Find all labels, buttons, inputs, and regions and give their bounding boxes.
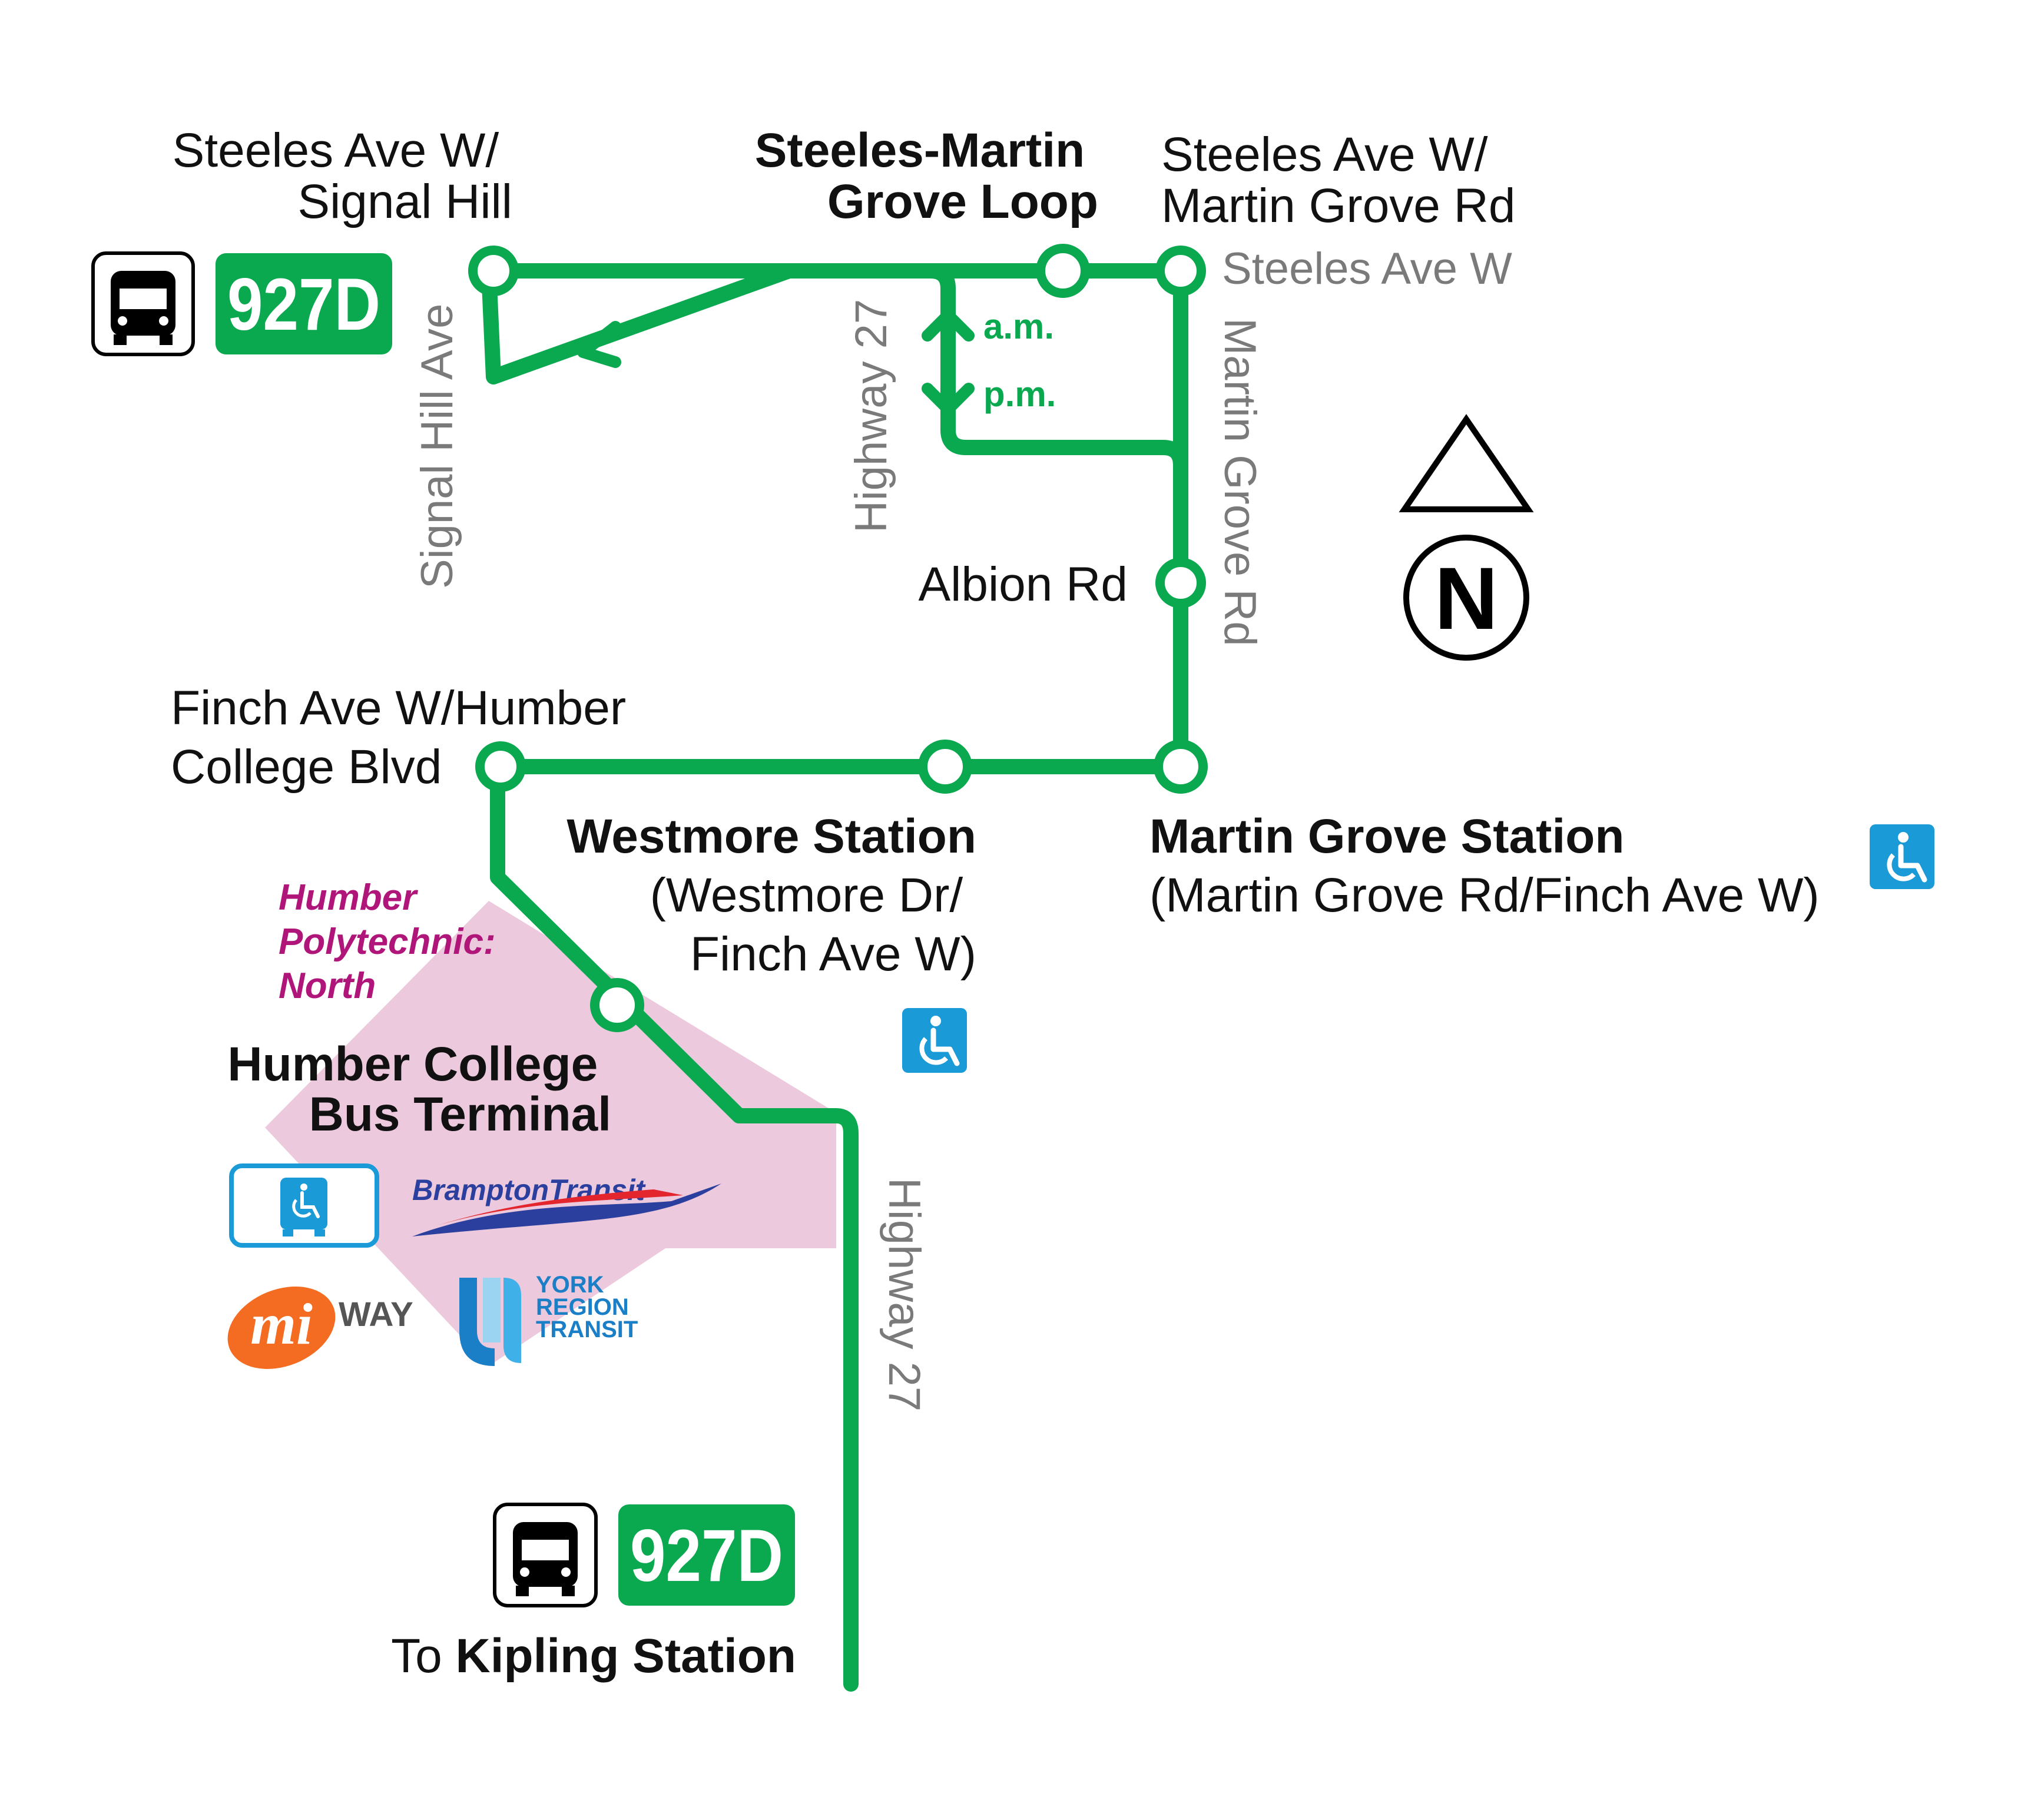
label-humber-terminal: Humber College Bus Terminal [227, 1037, 611, 1141]
stop-steeles-martin-loop [1036, 244, 1090, 298]
stop-finch-humber [475, 741, 526, 792]
direction-arrow-icon [577, 321, 621, 368]
wheel-trans-icon [229, 1163, 379, 1248]
bus-icon-glyph [513, 1522, 578, 1596]
route-badge-bottom: 927D [493, 1503, 795, 1607]
street-martin-grove: Martin Grove Rd [1215, 318, 1265, 647]
brampton-transit-logo: BramptonTransit [412, 1173, 721, 1236]
stop-humber-terminal [590, 978, 644, 1032]
destination-label: To Kipling Station [391, 1629, 796, 1683]
brampton-logo-text: BramptonTransit [412, 1173, 646, 1206]
stops [468, 244, 1208, 1032]
label-westmore-sub: (Westmore Dr/ Finch Ave W) [650, 868, 976, 981]
street-signal-hill: Signal Hill Ave [412, 304, 462, 589]
label-martin-grove-sub: (Martin Grove Rd/Finch Ave W) [1149, 868, 1820, 922]
north-arrow-icon: N [1399, 414, 1534, 661]
york-region-transit-logo: YORK REGION TRANSIT [459, 1272, 638, 1366]
am-pm-arrow-icon [922, 309, 975, 415]
stop-westmore [918, 740, 972, 794]
miway-mi: mi [250, 1291, 313, 1357]
label-finch-humber: Finch Ave W/Humber College Blvd [171, 681, 640, 794]
route-badge-top: 927D [91, 251, 392, 356]
miway-way: WAY [339, 1295, 413, 1334]
destination-prefix: To [391, 1629, 442, 1683]
label-steeles-martin-grove: Steeles Ave W/ Martin Grove Rd [1161, 128, 1516, 233]
label-steeles-martin-loop: Steeles-Martin Grove Loop [755, 124, 1098, 228]
street-highway27-north: Highway 27 [846, 299, 896, 533]
pm-label: p.m. [983, 374, 1056, 414]
yrt-text: YORK REGION TRANSIT [536, 1272, 638, 1342]
bus-icon-glyph [111, 271, 175, 345]
stop-steeles-signal-hill [468, 246, 519, 296]
stop-steeles-martin-grove [1155, 246, 1206, 296]
campus-area [265, 901, 836, 1366]
am-label: a.m. [983, 307, 1054, 346]
compass-label: N [1434, 549, 1498, 648]
label-albion: Albion Rd [918, 558, 1128, 611]
wheelchair-icon [1870, 824, 1934, 889]
destination-name: Kipling Station [456, 1629, 796, 1683]
route-number-bottom: 927D [630, 1515, 783, 1597]
street-highway27-south: Highway 27 [879, 1178, 929, 1411]
label-steeles-signal-hill: Steeles Ave W/ Signal Hill [173, 124, 512, 228]
street-steeles: Steeles Ave W [1222, 244, 1512, 294]
stop-albion [1155, 558, 1206, 608]
campus-label: Humber Polytechnic: North [279, 877, 506, 1006]
miway-logo: mi WAY [227, 1287, 413, 1369]
stop-martin-grove-station [1154, 740, 1208, 794]
route-number-top: 927D [227, 264, 380, 346]
wheelchair-icon [902, 1008, 967, 1073]
route-lines [481, 263, 1188, 1692]
label-martin-grove-title: Martin Grove Station [1149, 810, 1624, 863]
label-westmore-title: Westmore Station [566, 810, 976, 863]
